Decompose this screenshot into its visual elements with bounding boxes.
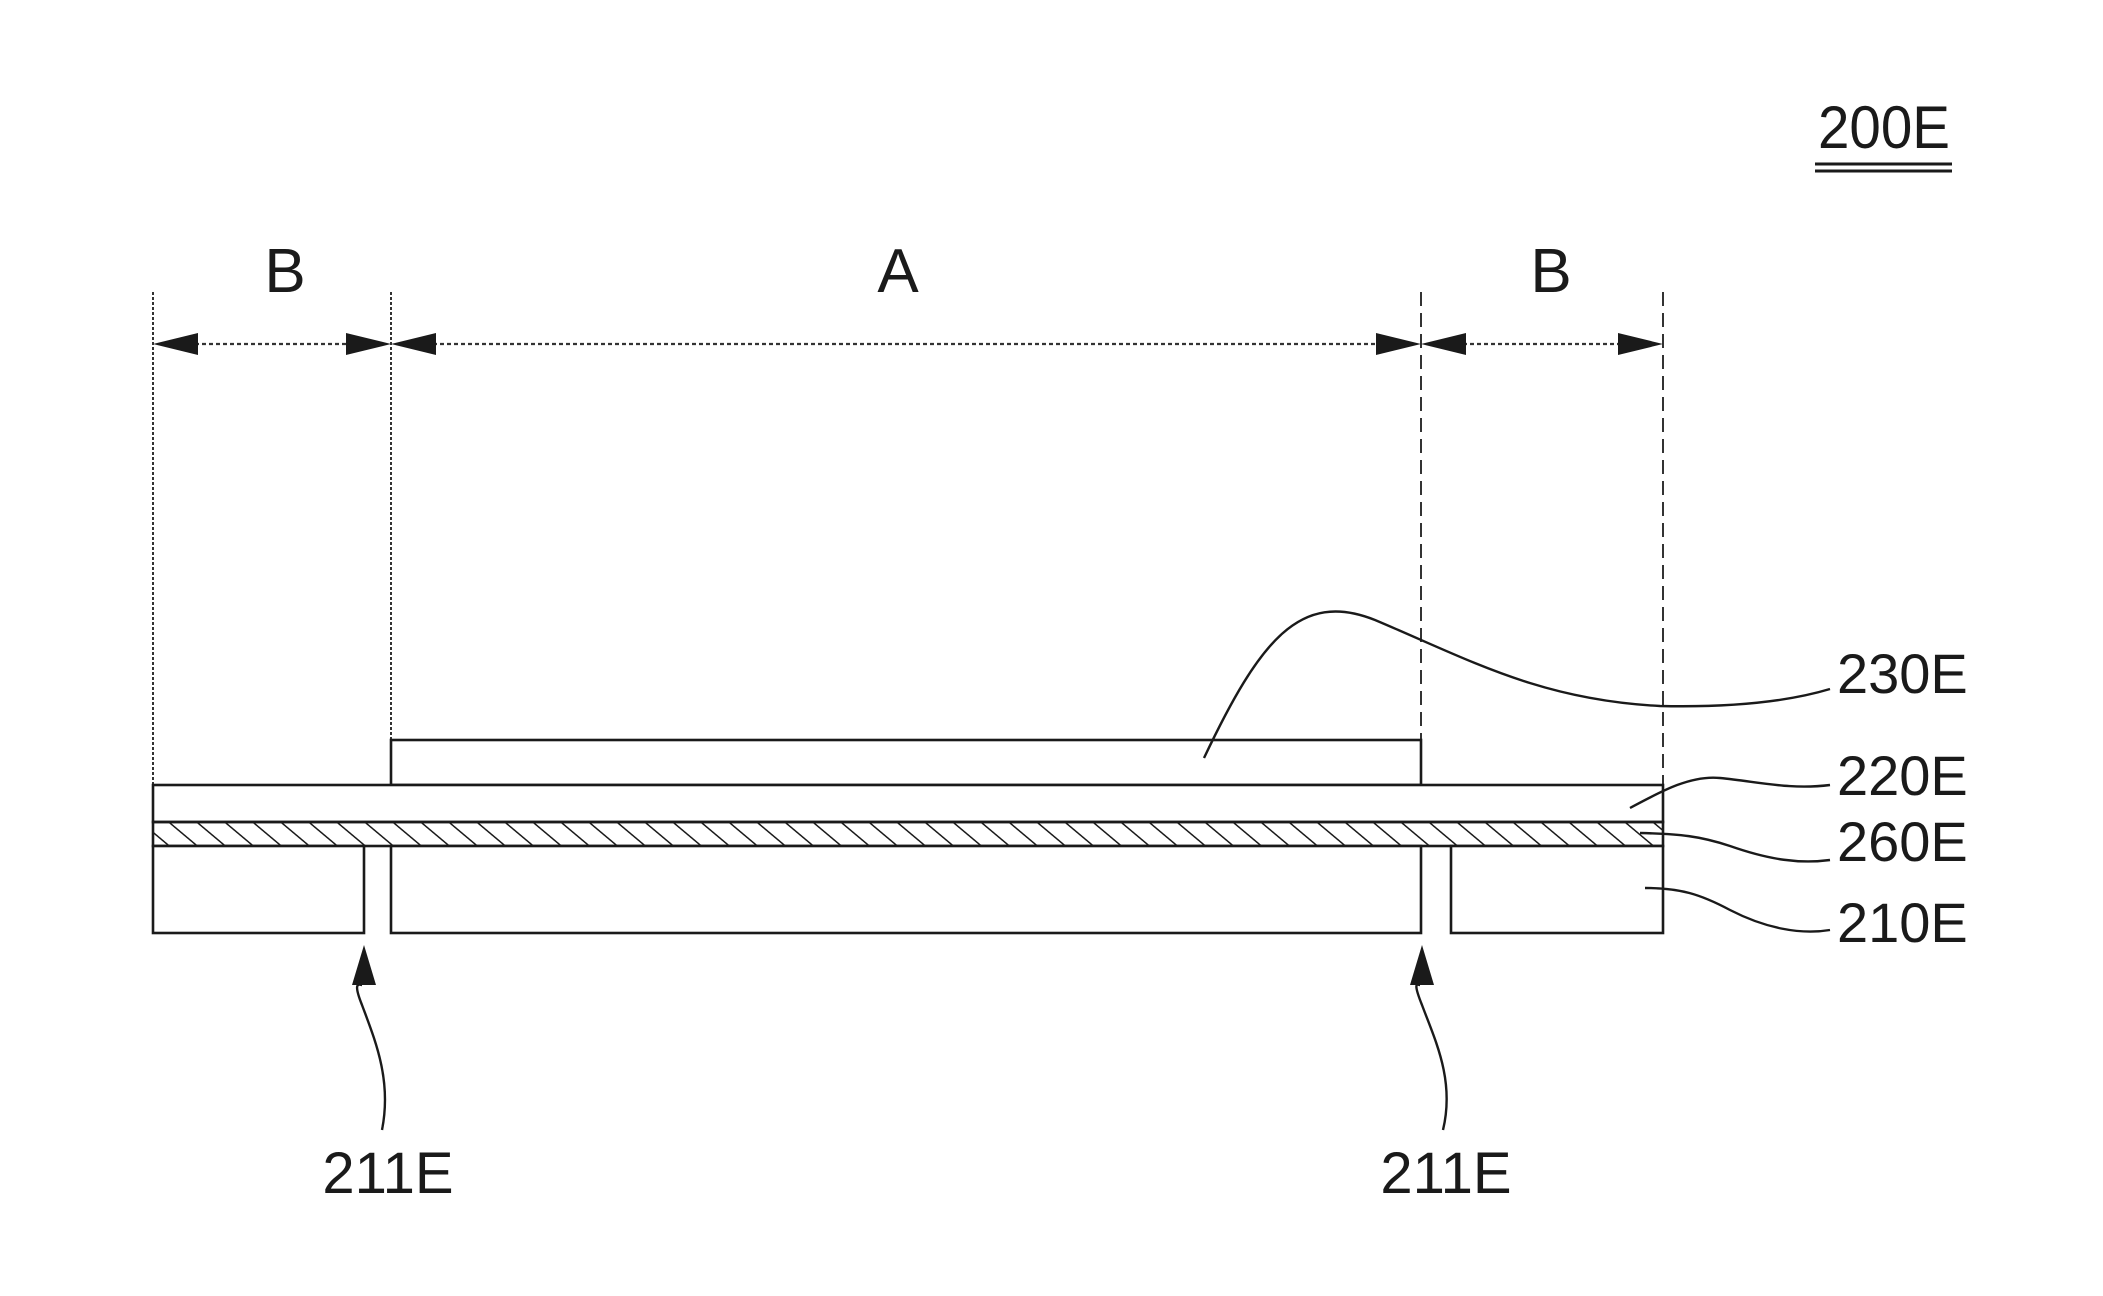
leader-line-260e xyxy=(1640,833,1830,861)
label-211e-right: 211E xyxy=(1380,1141,1511,1206)
layer-210e-right-segment xyxy=(1451,846,1663,933)
region-label-center: A xyxy=(877,237,919,306)
dimension-arrow-b-right xyxy=(1421,333,1663,355)
layer-260e xyxy=(153,822,1663,846)
label-260e: 260E xyxy=(1837,810,1968,873)
figure-label: 200E xyxy=(1818,94,1950,161)
gap-arrow-left xyxy=(352,945,385,1130)
leader-line-230e xyxy=(1204,611,1830,758)
gap-arrow-right xyxy=(1410,945,1447,1130)
label-211e-left: 211E xyxy=(322,1141,453,1206)
leader-line-210e xyxy=(1645,888,1830,932)
dimension-arrow-a xyxy=(391,333,1421,355)
label-220e: 220E xyxy=(1837,744,1968,807)
layer-220e xyxy=(153,785,1663,822)
label-230e: 230E xyxy=(1837,642,1968,705)
layer-230e xyxy=(391,740,1421,785)
layer-210e-center-segment xyxy=(391,846,1421,933)
region-label-right: B xyxy=(1530,237,1571,306)
layer-210e-left-segment xyxy=(153,846,364,933)
label-210e: 210E xyxy=(1837,891,1968,954)
region-label-left: B xyxy=(264,237,305,306)
dimension-arrow-b-left xyxy=(153,333,391,355)
